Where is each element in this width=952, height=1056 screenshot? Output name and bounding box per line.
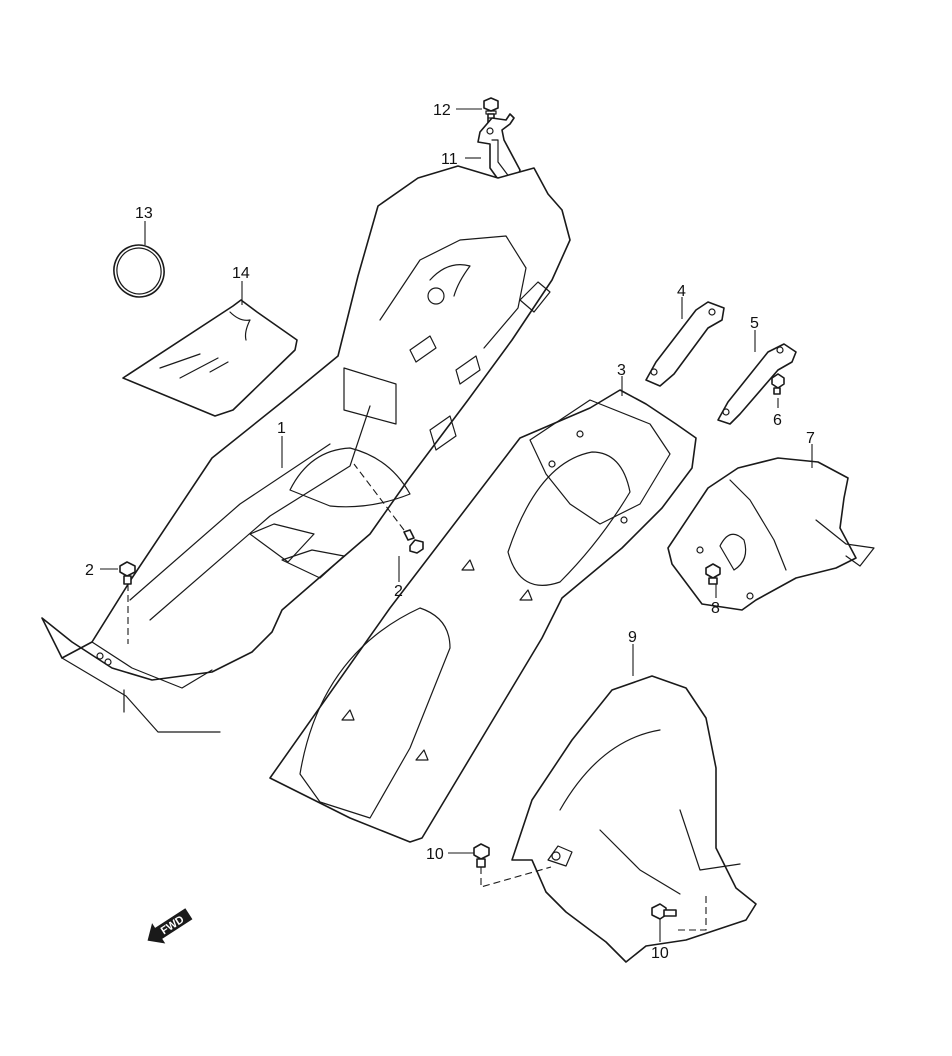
bag-14 xyxy=(122,299,298,417)
callout-6: 6 xyxy=(773,412,782,429)
callout-9: 9 xyxy=(628,629,637,646)
inner-fender-3 xyxy=(269,389,697,843)
screw-6 xyxy=(771,373,785,395)
leader-lines xyxy=(100,108,813,942)
callout-3: 3 xyxy=(617,362,626,379)
callout-4: 4 xyxy=(677,283,686,300)
callout-1: 1 xyxy=(277,420,286,437)
screw-10-bottom-axis xyxy=(678,896,707,931)
callout-14: 14 xyxy=(232,265,250,282)
callout-10-top: 10 xyxy=(426,846,444,863)
callout-8: 8 xyxy=(711,600,720,617)
callout-12: 12 xyxy=(433,102,451,119)
fwd-arrow-icon: FWD xyxy=(147,908,193,944)
cover-7 xyxy=(667,457,875,611)
screw-10-bottom xyxy=(651,903,677,920)
callout-2-right: 2 xyxy=(394,583,403,600)
callout-2-left: 2 xyxy=(85,562,94,579)
rear-fender-1 xyxy=(41,165,571,733)
screw-2-right xyxy=(403,529,424,554)
screw-8 xyxy=(705,563,721,585)
ring-13 xyxy=(113,244,165,298)
screw-2-right-axis xyxy=(353,463,405,531)
screw-10-top-axis xyxy=(480,866,552,888)
screw-10-top xyxy=(473,843,490,868)
callout-7: 7 xyxy=(806,430,815,447)
bracket-4 xyxy=(645,301,725,387)
callout-11: 11 xyxy=(441,151,458,168)
bracket-11 xyxy=(477,113,521,185)
bracket-5 xyxy=(717,343,797,425)
hugger-9 xyxy=(511,675,757,963)
callout-5: 5 xyxy=(750,315,759,332)
callout-10-bottom: 10 xyxy=(651,945,669,962)
callout-13: 13 xyxy=(135,205,153,222)
screw-2-left xyxy=(119,561,136,585)
